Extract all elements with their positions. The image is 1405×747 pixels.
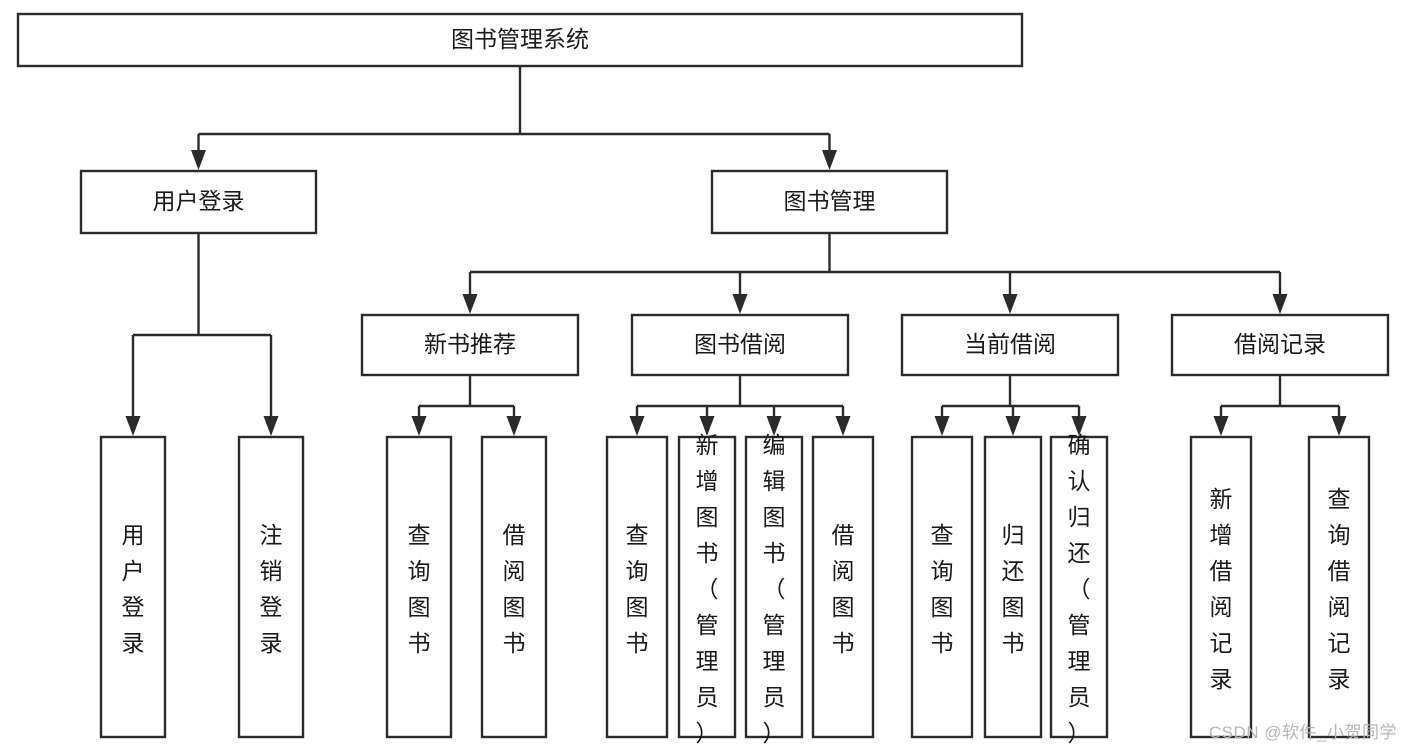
node-rect: [1189, 435, 1253, 739]
node-leaf-return-book[interactable]: 归还图书: [983, 435, 1043, 739]
node-rect: [710, 169, 949, 235]
node-leaf-query-book-1[interactable]: 查询图书: [385, 435, 453, 739]
node-label: 当前借阅: [964, 331, 1056, 357]
node-leaf-add-record[interactable]: 新增借阅记录: [1189, 435, 1253, 739]
node-rect: [79, 169, 318, 235]
node-label: 查询图书: [408, 522, 431, 656]
node-new-book-recommend[interactable]: 新书推荐: [360, 313, 580, 377]
csdn-watermark: CSDN @软件_小贺同学: [1208, 723, 1397, 742]
node-rect: [677, 435, 737, 739]
node-leaf-query-record[interactable]: 查询借阅记录: [1307, 435, 1371, 739]
node-label: 编辑图书（管理员）: [763, 432, 786, 746]
node-rect: [1307, 435, 1371, 739]
node-rect: [630, 313, 850, 377]
node-leaf-borrow-book-1[interactable]: 借阅图书: [480, 435, 548, 739]
node-label: 图书管理: [784, 188, 876, 214]
node-current-borrow[interactable]: 当前借阅: [900, 313, 1120, 377]
node-label: 图书借阅: [694, 331, 786, 357]
node-rect: [99, 435, 167, 739]
node-rect: [811, 435, 875, 739]
node-label: 注销登录: [260, 522, 283, 656]
node-borrow-record[interactable]: 借阅记录: [1170, 313, 1390, 377]
node-rect: [910, 435, 974, 739]
node-label: 图书管理系统: [451, 26, 589, 52]
node-rect: [480, 435, 548, 739]
node-label: 新增借阅记录: [1210, 486, 1233, 692]
node-leaf-query-book-2[interactable]: 查询图书: [605, 435, 669, 739]
node-leaf-query-book-3[interactable]: 查询图书: [910, 435, 974, 739]
node-rect: [1170, 313, 1390, 377]
node-rect: [744, 435, 804, 739]
node-label: 查询图书: [626, 522, 649, 656]
node-leaf-borrow-book-2[interactable]: 借阅图书: [811, 435, 875, 739]
node-rect: [385, 435, 453, 739]
node-label: 新书推荐: [424, 331, 516, 357]
node-label: 查询借阅记录: [1328, 486, 1351, 692]
node-rect: [983, 435, 1043, 739]
node-leaf-logout[interactable]: 注销登录: [237, 435, 305, 739]
node-label: 借阅图书: [503, 522, 526, 656]
node-leaf-edit-book[interactable]: 编辑图书（管理员）: [744, 432, 804, 746]
node-rect: [360, 313, 580, 377]
connector-layer: [125, 66, 1347, 436]
node-label: 归还图书: [1002, 522, 1025, 656]
node-label: 确认归还（管理员）: [1068, 432, 1091, 746]
node-layer: 图书管理系统用户登录图书管理新书推荐图书借阅当前借阅借阅记录用户登录注销登录查询…: [16, 12, 1390, 746]
node-label: 新增图书（管理员）: [696, 432, 719, 746]
node-user-login[interactable]: 用户登录: [79, 169, 318, 235]
node-root[interactable]: 图书管理系统: [16, 12, 1024, 68]
node-leaf-add-book[interactable]: 新增图书（管理员）: [677, 432, 737, 746]
node-leaf-confirm-return[interactable]: 确认归还（管理员）: [1049, 432, 1109, 746]
node-rect: [1049, 435, 1109, 739]
node-label: 查询图书: [931, 522, 954, 656]
node-leaf-user-login[interactable]: 用户登录: [99, 435, 167, 739]
node-rect: [237, 435, 305, 739]
node-label: 用户登录: [153, 188, 245, 214]
node-book-manage[interactable]: 图书管理: [710, 169, 949, 235]
node-rect: [16, 12, 1024, 68]
node-label: 用户登录: [122, 522, 145, 656]
node-label: 借阅图书: [832, 522, 855, 656]
node-rect: [605, 435, 669, 739]
node-book-borrow[interactable]: 图书借阅: [630, 313, 850, 377]
node-rect: [900, 313, 1120, 377]
node-label: 借阅记录: [1234, 331, 1326, 357]
